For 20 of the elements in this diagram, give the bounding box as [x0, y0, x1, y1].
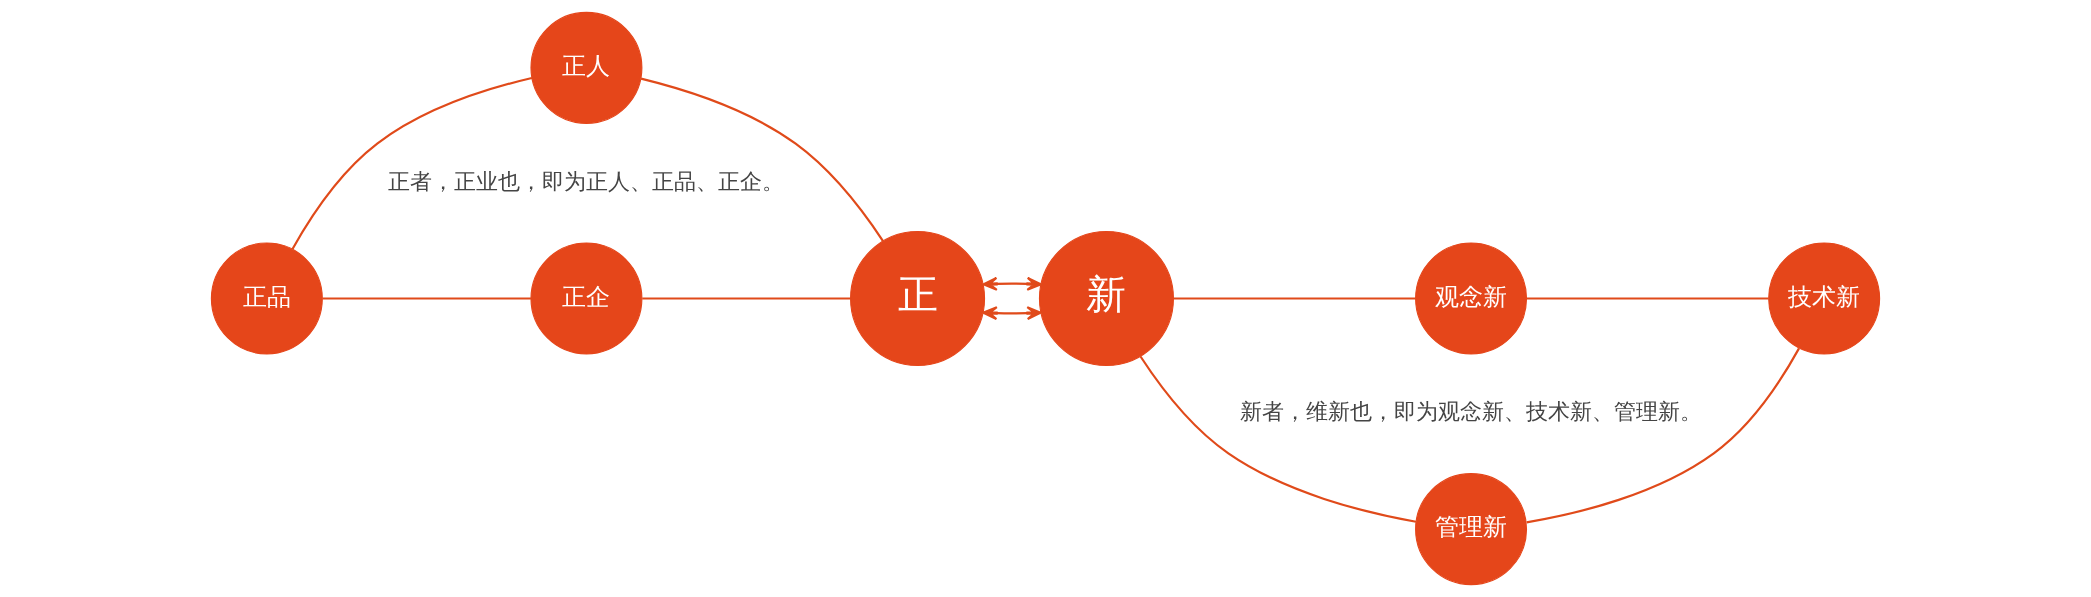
arrow	[982, 306, 1042, 321]
connector	[1526, 297, 1769, 300]
connector	[1139, 355, 1417, 523]
arrow	[982, 276, 1042, 291]
node-circle: 技术新	[1768, 242, 1881, 355]
node-circle: 正企	[530, 242, 643, 355]
connector	[640, 77, 884, 242]
node-circle: 观念新	[1415, 242, 1528, 355]
connector	[1526, 347, 1800, 524]
node-circle: 正	[850, 230, 986, 367]
node-circle: 正品	[210, 242, 323, 355]
node-circle: 正人	[530, 11, 643, 124]
label: 新者，维新也，即为观念新、技术新、管理新。	[1240, 399, 1703, 425]
connector	[1173, 297, 1416, 300]
connector	[642, 297, 851, 300]
connector	[291, 76, 533, 250]
node-circle: 新	[1038, 230, 1174, 367]
label: 正者，正业也，即为正人、正品、正企。	[388, 168, 785, 194]
node-circle: 管理新	[1415, 473, 1528, 586]
connector	[322, 297, 531, 300]
